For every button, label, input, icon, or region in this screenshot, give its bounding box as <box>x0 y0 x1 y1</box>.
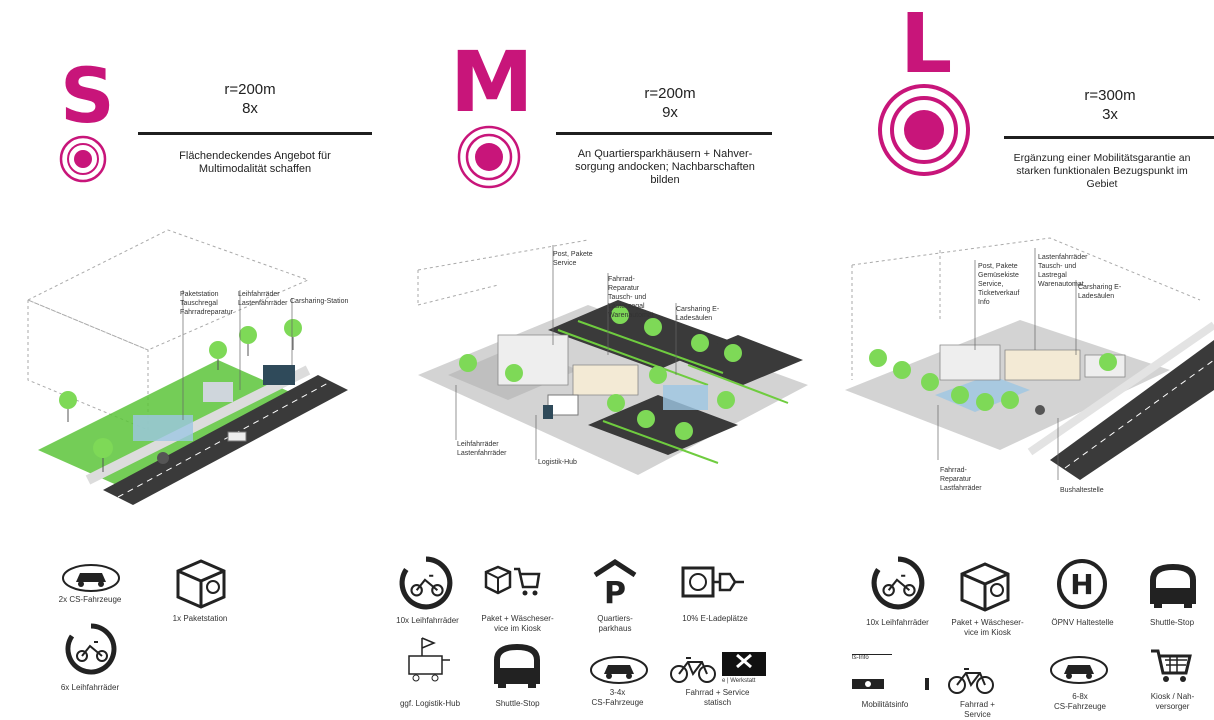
icon-label: Fahrrad + Service <box>960 700 995 719</box>
scene-label-l-2: Lastenfahrräder Tausch- und Lastregal Wa… <box>1038 254 1088 288</box>
divider-rule-m <box>556 132 772 135</box>
icon-label: 3-4x CS-Fahrzeuge <box>591 688 644 707</box>
scene-label-s-3: Carsharing-Station <box>290 298 349 305</box>
radius-target-icon-s <box>59 135 107 183</box>
bus-stop-icon: H <box>1057 559 1107 609</box>
divider-rule-l <box>1004 136 1214 139</box>
scene-label-m-5: Logistik-Hub <box>538 459 577 466</box>
car-sharing-icon <box>590 656 648 684</box>
icon-label: ggf. Logistik-Hub <box>399 699 461 708</box>
icon-label: Mobilitätsinfo <box>861 700 909 709</box>
icon-label: 10% E-Ladeplätze <box>682 614 748 623</box>
radius-label-l: r=300m 3x <box>1040 86 1180 124</box>
isometric-scene-m <box>417 239 808 475</box>
radius-target-icon-l <box>878 84 970 176</box>
cargo-bike-icon <box>871 556 925 610</box>
icon-label: 10x Leihfahrräder <box>866 618 929 627</box>
icon-label: 10x Leihfahrräder <box>396 616 459 625</box>
workshop-badge-label: e | Werkstatt <box>722 678 756 684</box>
icon-label: Paket + Wäscheser- vice im Kiosk <box>481 614 554 633</box>
icon-label: 6x Leihfahrräder <box>60 683 120 692</box>
radius-value: r=200m <box>644 85 696 102</box>
isometric-scene-s <box>26 229 348 505</box>
bike-icon <box>948 668 994 694</box>
cargo-bike-icon <box>65 623 117 675</box>
scene-label-l-5: Bushaltestelle <box>1060 487 1104 494</box>
logistics-cart-icon <box>408 637 450 682</box>
scene-label-l-4: Fahrrad-Reparatur Lastfahrräder <box>940 467 982 492</box>
radius-value: r=300m <box>1084 87 1136 104</box>
icon-label: 2x CS-Fahrzeuge <box>58 595 122 604</box>
parcel-box-icon <box>176 559 226 609</box>
icon-label: Fahrrad + Service statisch <box>685 688 750 707</box>
count-value: 8x <box>242 100 258 117</box>
icon-label: Kiosk / Nah- versorger <box>1150 692 1195 711</box>
radius-value: r=200m <box>224 81 276 98</box>
radius-label-s: r=200m 8x <box>180 80 320 118</box>
scene-label-s-2: Leihfahrräder Lastenfahrräder <box>238 291 288 307</box>
isometric-scene-l <box>845 237 1214 480</box>
parcel-cart-icon <box>484 565 541 596</box>
workshop-badge-icon <box>722 652 766 676</box>
count-value: 3x <box>1102 106 1118 123</box>
car-sharing-icon <box>62 564 120 592</box>
svg-text:P: P <box>604 576 626 611</box>
scene-label-s-1: Paketstation Tauschregal Fahrradreparatu… <box>180 291 233 316</box>
parcel-box-icon <box>960 562 1010 612</box>
mobility-info-icon <box>852 678 929 690</box>
car-sharing-icon <box>1050 656 1108 684</box>
scene-label-m-4: Leihfahrräder Lastenfahrräder <box>457 441 507 457</box>
shuttle-icon <box>494 644 540 688</box>
size-letter-s: S <box>60 51 115 140</box>
icon-label: 1x Paketstation <box>172 614 228 623</box>
description-m: An Quartiersparkhäusern + Nahver- sorgun… <box>575 148 755 186</box>
mobility-info-badge: ts-Info <box>852 654 892 661</box>
radius-target-icon-m <box>457 125 521 189</box>
scene-label-l-1: Post, Pakete Gemüsekiste Service, Ticket… <box>978 263 1020 306</box>
count-value: 9x <box>662 104 678 121</box>
shuttle-icon <box>1150 564 1196 608</box>
icon-label: Paket + Wäscheser- vice im Kiosk <box>951 618 1024 637</box>
scene-label-m-1: Post, Pakete Service <box>553 251 593 267</box>
icon-label: Shuttle-Stop <box>495 699 540 708</box>
description-s: Flächendeckendes Angebot für Multimodali… <box>179 150 331 175</box>
kiosk-cart-icon <box>1151 649 1192 682</box>
scene-label-l-3: Carsharing E-Ladesäulen <box>1078 284 1122 300</box>
size-letter-m: M <box>450 33 534 131</box>
svg-text:H: H <box>1070 568 1093 601</box>
size-letter-l: L <box>900 0 953 92</box>
description-l: Ergänzung einer Mobilitätsgarantie an st… <box>1013 152 1191 190</box>
icon-label: Shuttle-Stop <box>1149 618 1195 627</box>
icon-label: Quartiers- parkhaus <box>597 614 633 633</box>
charging-plug-icon <box>681 566 744 598</box>
scene-label-m-3: Carsharing E-Ladesäulen <box>676 306 720 322</box>
divider-rule-s <box>138 132 372 135</box>
parking-icon: P <box>593 559 637 611</box>
icon-label: 6-8x CS-Fahrzeuge <box>1053 692 1107 711</box>
scene-label-m-2: Fahrrad-Reparatur Tausch- und Lastenrega… <box>608 276 654 319</box>
radius-label-m: r=200m 9x <box>600 84 740 122</box>
icon-label: ÖPNV Haltestelle <box>1051 618 1114 627</box>
bike-service-icon <box>670 657 716 683</box>
cargo-bike-icon <box>399 556 453 610</box>
